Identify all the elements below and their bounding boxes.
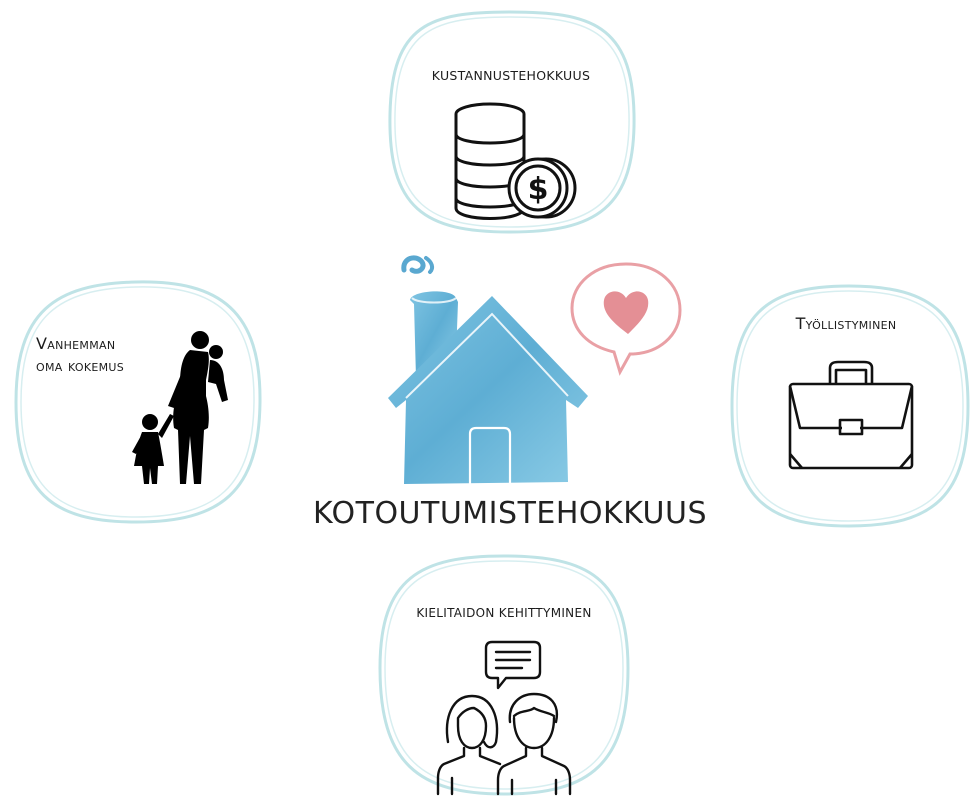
node-label: KUSTANNUSTEHOKKUUS (431, 68, 591, 83)
bubble-outline (378, 554, 630, 796)
parent-children-silhouette-icon (132, 331, 228, 484)
people-speech-icon (436, 640, 572, 796)
bubble-outline (14, 280, 262, 524)
node-language-development: KIELITAIDON KEHITTYMINEN (366, 548, 642, 806)
svg-text:$: $ (528, 172, 549, 207)
node-label-line1: Vanhemman (36, 334, 116, 353)
bubble-outline (730, 284, 970, 528)
node-label: Työllistyminen (795, 314, 897, 333)
node-parent-experience: Vanhemman oma kokemus (6, 272, 268, 534)
node-label-line2: oma kokemus (36, 356, 125, 375)
node-employment: Työllistyminen (724, 276, 970, 538)
coins-dollar-icon: $ (454, 102, 577, 220)
bubble-outline (388, 10, 636, 234)
house-icon (388, 255, 588, 484)
node-cost-efficiency: KUSTANNUSTEHOKKUUS $ (380, 4, 642, 240)
heart-speech-bubble-icon (570, 262, 682, 376)
briefcase-icon (788, 360, 914, 470)
center-title: KOTOUTUMISTEHOKKUUS (312, 496, 708, 531)
node-label: KIELITAIDON KEHITTYMINEN (416, 606, 592, 620)
